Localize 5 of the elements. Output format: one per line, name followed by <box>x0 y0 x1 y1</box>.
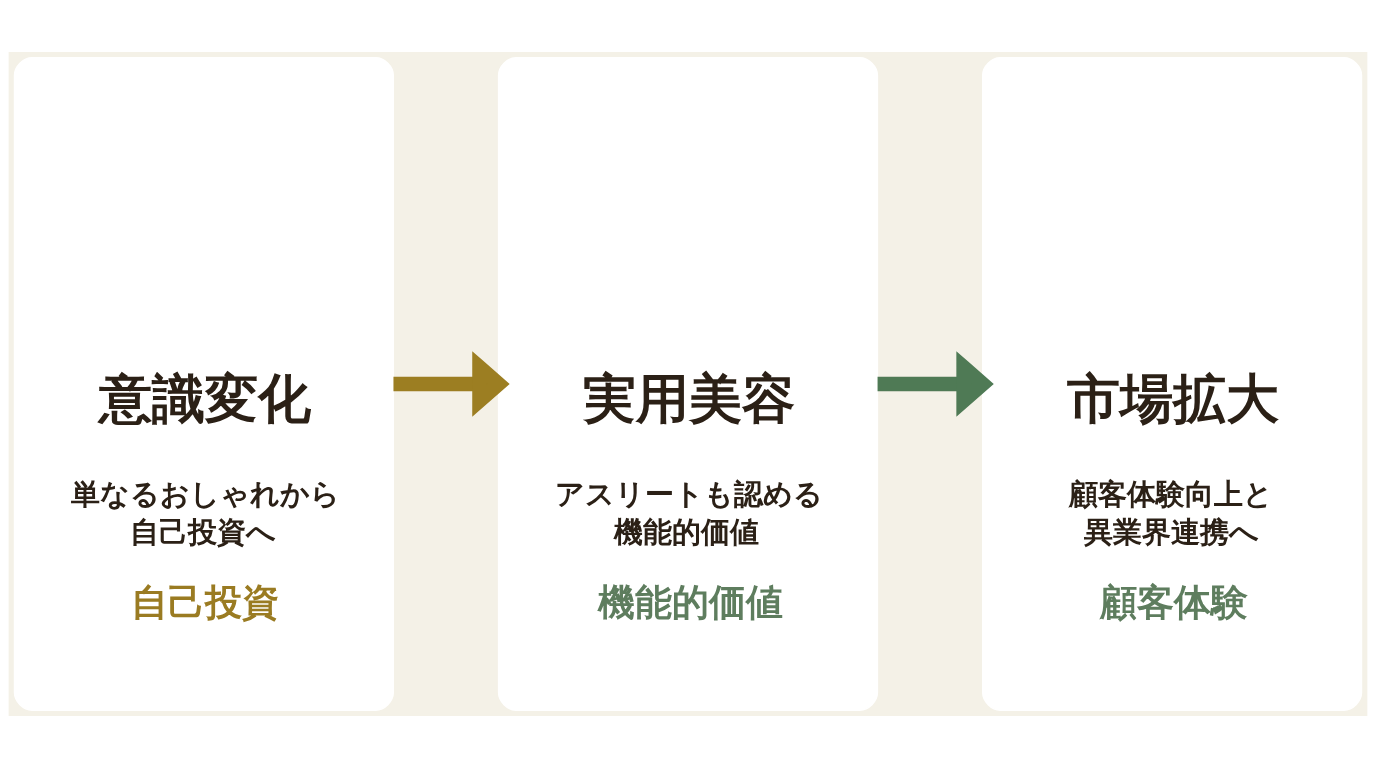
node-box: 実用美容 アスリートも認める機能的価値 機能的価値 <box>497 57 879 711</box>
node-box: 意識変化 単なるおしゃれから自己投資へ 自己投資 <box>13 57 395 711</box>
arrow <box>877 351 994 417</box>
arrow <box>393 351 510 417</box>
node-box: 市場拡大 顧客体験向上と異業界連携へ 顧客体験 <box>981 57 1363 711</box>
